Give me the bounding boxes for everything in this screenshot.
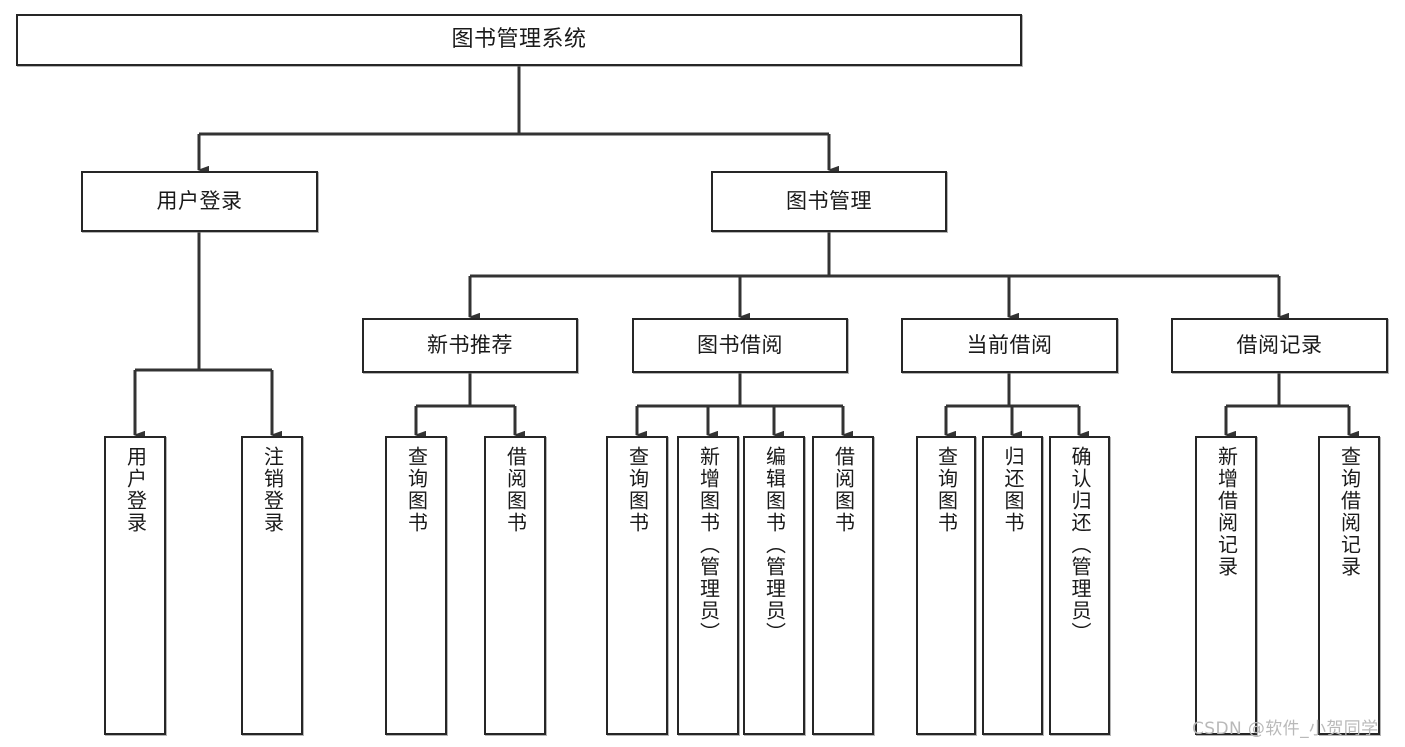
node-label-user-login: 用户登录 — [156, 189, 243, 214]
node-label-leaf-query-book-borrow: 查询图书 — [625, 446, 650, 534]
node-leaf-add-book-admin[interactable]: 新增图书（管理员） — [677, 436, 739, 735]
node-leaf-borrow-book[interactable]: 借阅图书 — [812, 436, 874, 735]
node-leaf-query-book-borrow[interactable]: 查询图书 — [606, 436, 668, 735]
node-current-borrow[interactable]: 当前借阅 — [901, 318, 1118, 373]
node-user-login[interactable]: 用户登录 — [81, 171, 318, 232]
node-label-leaf-add-borrow-record: 新增借阅记录 — [1214, 446, 1239, 578]
node-label-leaf-add-book-admin: 新增图书（管理员） — [696, 446, 721, 644]
node-leaf-borrow-book-new[interactable]: 借阅图书 — [484, 436, 546, 735]
node-label-leaf-edit-book-admin: 编辑图书（管理员） — [762, 446, 787, 644]
node-leaf-return-book[interactable]: 归还图书 — [982, 436, 1043, 735]
node-leaf-edit-book-admin[interactable]: 编辑图书（管理员） — [743, 436, 805, 735]
node-leaf-query-book-current[interactable]: 查询图书 — [916, 436, 976, 735]
node-label-leaf-borrow-book-new: 借阅图书 — [503, 446, 528, 534]
node-label-current-borrow: 当前借阅 — [966, 333, 1053, 358]
node-new-book-recommend[interactable]: 新书推荐 — [362, 318, 578, 373]
node-label-book-management: 图书管理 — [786, 189, 872, 214]
node-label-root: 图书管理系统 — [451, 27, 587, 53]
node-label-leaf-confirm-return-admin: 确认归还（管理员） — [1068, 446, 1092, 644]
node-label-leaf-query-borrow-record: 查询借阅记录 — [1337, 446, 1362, 578]
watermark-text: CSDN @软件_小贺同学 — [1192, 719, 1379, 739]
node-leaf-logout[interactable]: 注销登录 — [241, 436, 303, 735]
node-leaf-query-book-new[interactable]: 查询图书 — [385, 436, 447, 735]
node-label-leaf-query-book-new: 查询图书 — [404, 446, 429, 534]
node-label-borrow-record: 借阅记录 — [1236, 333, 1323, 358]
node-label-book-borrow: 图书借阅 — [697, 333, 783, 358]
node-label-leaf-borrow-book: 借阅图书 — [831, 446, 856, 534]
node-label-leaf-query-book-current: 查询图书 — [934, 446, 959, 534]
connector-group — [133, 66, 1359, 440]
node-borrow-record[interactable]: 借阅记录 — [1171, 318, 1388, 373]
node-book-management[interactable]: 图书管理 — [711, 171, 947, 232]
node-leaf-user-login[interactable]: 用户登录 — [104, 436, 166, 735]
node-book-borrow[interactable]: 图书借阅 — [632, 318, 848, 373]
node-label-new-book-recommend: 新书推荐 — [427, 333, 513, 358]
node-leaf-query-borrow-record[interactable]: 查询借阅记录 — [1318, 436, 1380, 735]
node-leaf-add-borrow-record[interactable]: 新增借阅记录 — [1195, 436, 1257, 735]
node-root[interactable]: 图书管理系统 — [16, 14, 1022, 66]
node-label-leaf-return-book: 归还图书 — [1001, 446, 1025, 534]
node-label-leaf-logout: 注销登录 — [260, 446, 285, 534]
node-leaf-confirm-return-admin[interactable]: 确认归还（管理员） — [1049, 436, 1110, 735]
node-label-leaf-user-login: 用户登录 — [123, 446, 148, 534]
